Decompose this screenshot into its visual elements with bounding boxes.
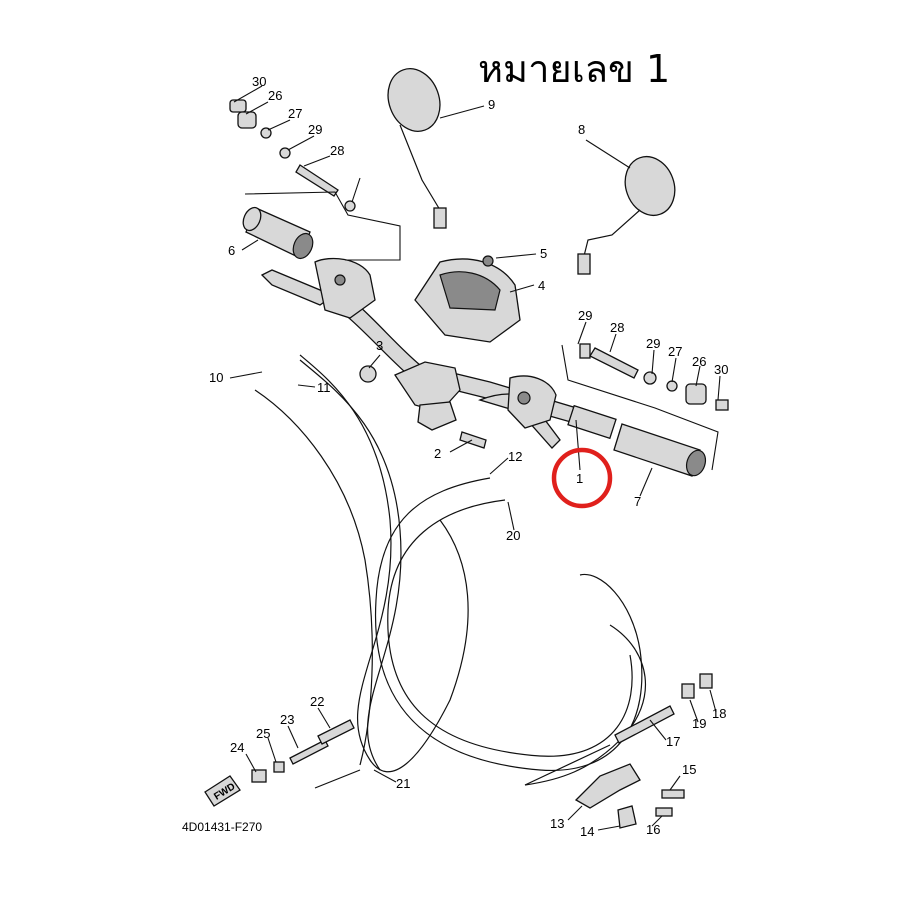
leader-lines: [229, 85, 721, 831]
diagram-code: 4D01431-F270: [182, 820, 263, 834]
highlight-circle: [551, 447, 613, 509]
callout-26-left: 26: [268, 88, 282, 103]
callout-27-right: 27: [668, 344, 682, 359]
callout-17: 17: [666, 734, 680, 749]
callout-10: 10: [209, 370, 223, 385]
center-holder: [359, 255, 494, 449]
callout-29-right-a: 29: [578, 308, 592, 323]
callout-26-right: 26: [692, 354, 706, 369]
callout-29-right-b: 29: [646, 336, 660, 351]
callout-27-left: 27: [288, 106, 302, 121]
callout-20: 20: [506, 528, 520, 543]
left-grip-assembly: [229, 99, 401, 261]
callout-28-left: 28: [330, 143, 344, 158]
callout-21: 21: [396, 776, 410, 791]
callout-15: 15: [682, 762, 696, 777]
callout-25: 25: [256, 726, 270, 741]
callout-28-right: 28: [610, 320, 624, 335]
callout-24: 24: [230, 740, 244, 755]
callout-30-left: 30: [252, 74, 266, 89]
page-title: หมายเลข 1: [478, 47, 671, 91]
callout-22: 22: [310, 694, 324, 709]
callout-3: 3: [376, 338, 383, 353]
callout-18: 18: [712, 706, 726, 721]
left-mirror: [387, 68, 447, 229]
callout-14: 14: [580, 824, 594, 839]
callout-11: 11: [317, 380, 331, 395]
left-lever: [260, 257, 376, 319]
callout-1: 1: [576, 471, 583, 486]
bottom-parts: FWD: [204, 673, 713, 829]
right-lever: [478, 375, 561, 449]
callout-5: 5: [540, 246, 547, 261]
callout-7: 7: [634, 494, 641, 509]
callout-13: 13: [550, 816, 564, 831]
handlebar-cover: [414, 258, 521, 343]
callout-6: 6: [228, 243, 235, 258]
callout-8: 8: [578, 122, 585, 137]
callout-2: 2: [434, 446, 441, 461]
callout-9: 9: [488, 97, 495, 112]
right-grip-assembly: [561, 343, 729, 477]
handlebar: [324, 284, 617, 440]
callout-19: 19: [692, 716, 706, 731]
callout-23: 23: [280, 712, 294, 727]
callout-29-left-a: 29: [308, 122, 322, 137]
right-mirror: [577, 155, 676, 275]
callout-30-right: 30: [714, 362, 728, 377]
callout-labels: 1 2 3 4 5 6 7 8 9 10 11 12 13 14 15 16 1…: [209, 74, 728, 839]
callout-4: 4: [538, 278, 545, 293]
callout-12: 12: [508, 449, 522, 464]
callout-16: 16: [646, 822, 660, 837]
